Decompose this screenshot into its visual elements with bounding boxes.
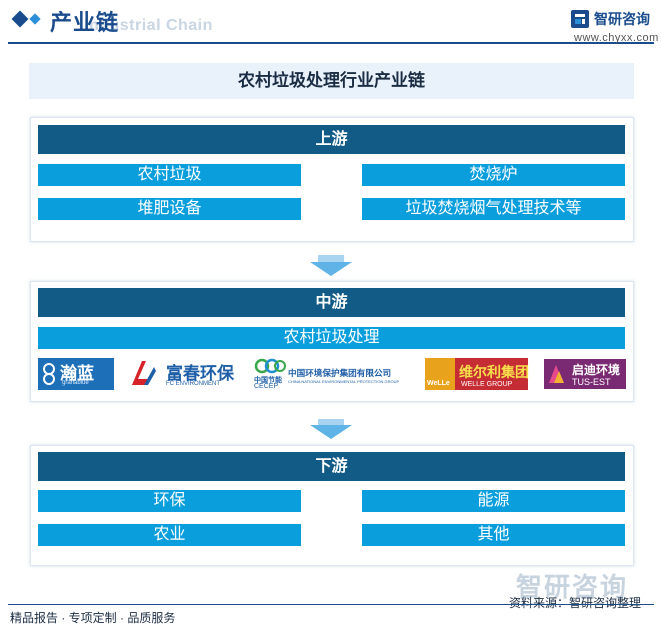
footer-divider	[8, 604, 654, 605]
fc-environment-logo-icon	[132, 361, 156, 385]
flow-arrow-stem	[318, 255, 344, 262]
company-subname: TUS-EST	[572, 377, 611, 387]
source-note: 资料来源：智研咨询整理	[509, 596, 642, 610]
company-subname: granablue	[62, 380, 89, 386]
granablue-logo-icon	[38, 358, 114, 390]
down-arrow-icon	[310, 425, 352, 439]
upstream-item: 垃圾焚烧烟气处理技术等	[362, 198, 625, 220]
company-logo-granablue: 瀚蓝 granablue	[38, 356, 114, 390]
company-logo-fc: 富春环保 FC ENVIRONMENT	[128, 356, 246, 390]
midstream-header: 中游	[38, 288, 625, 317]
downstream-item: 环保	[38, 490, 301, 512]
brand-name: 智研咨询	[594, 11, 650, 27]
company-logo-welle: WeLLe 维尔利集团 WELLE GROUP	[425, 358, 529, 392]
footer-slogan: 精品报告 · 专项定制 · 品质服务	[10, 611, 176, 625]
company-name: 启迪环境	[572, 363, 621, 377]
downstream-item: 能源	[362, 490, 625, 512]
tus-est-logo-icon	[544, 359, 626, 389]
downstream-header: 下游	[38, 452, 625, 481]
company-name: 维尔利集团	[459, 364, 529, 380]
header-subtitle: Industrial Chain	[84, 17, 213, 34]
header-title: 产业链	[50, 10, 120, 35]
company-subname: CHINA NATIONAL ENVIRONMENTAL PROTECTION …	[288, 379, 400, 384]
company-name: 瀚蓝	[60, 364, 94, 383]
company-badge-sub: CECEP	[254, 383, 279, 390]
upstream-item: 焚烧炉	[362, 164, 625, 186]
company-badge: WeLLe	[427, 380, 450, 387]
header-diamond-small-icon	[29, 13, 41, 25]
company-logo-cecep: 中国节能 CECEP 中国环境保护集团有限公司 CHINA NATIONAL E…	[254, 356, 414, 390]
welle-logo-icon	[425, 358, 528, 390]
company-subname: FC ENVIRONMENT	[166, 381, 220, 387]
brand-logo-icon	[571, 10, 589, 28]
chart-title: 农村垃圾处理行业产业链	[238, 71, 425, 90]
watermark: 智研咨询	[516, 572, 629, 602]
company-logo-tus: 启迪环境 TUS-EST	[544, 359, 626, 393]
header-diamond-icon	[11, 10, 29, 28]
cecep-logo-icon	[254, 358, 286, 374]
company-name: 中国环境保护集团有限公司	[288, 368, 392, 378]
flow-arrow-stem	[318, 419, 344, 426]
down-arrow-icon	[310, 262, 352, 276]
header-divider	[8, 42, 654, 44]
brand-url: www.chyxx.com	[574, 32, 659, 44]
upstream-item: 农村垃圾	[38, 164, 301, 186]
downstream-item: 其他	[362, 524, 625, 546]
downstream-item: 农业	[38, 524, 301, 546]
midstream-item: 农村垃圾处理	[38, 327, 625, 349]
company-badge: 中国节能	[254, 377, 282, 384]
company-subname: WELLE GROUP	[461, 381, 513, 388]
upstream-header: 上游	[38, 125, 625, 154]
company-name: 富春环保	[166, 364, 234, 383]
upstream-item: 堆肥设备	[38, 198, 301, 220]
title-band	[29, 63, 634, 99]
